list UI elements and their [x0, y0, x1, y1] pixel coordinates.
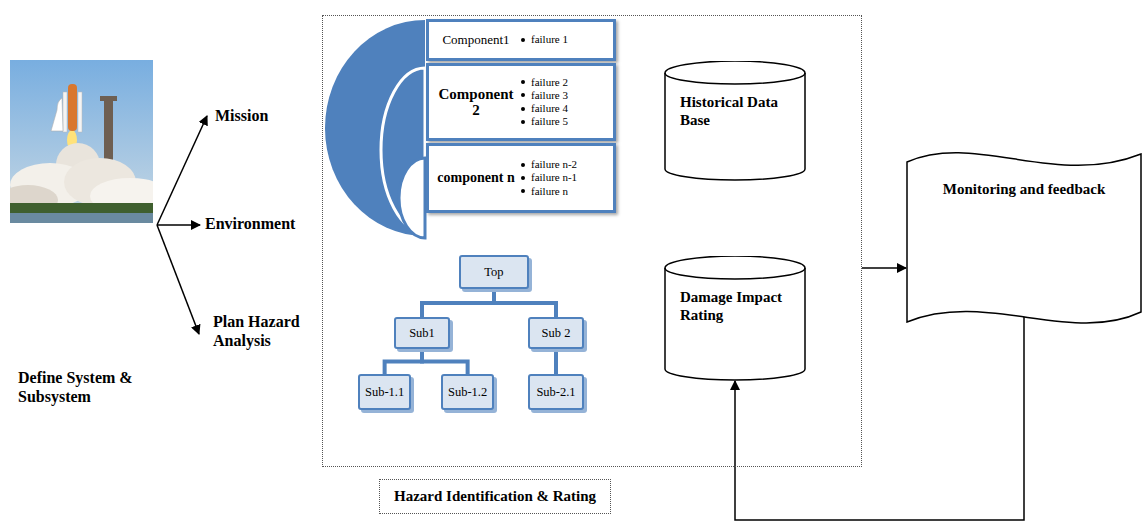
node-text: Sub-1.1 — [365, 385, 404, 400]
failure-text: failure 2 — [531, 76, 568, 89]
component-box: component nfailure n-2failure n-1failure… — [426, 143, 616, 213]
bullet-dot — [521, 163, 525, 167]
failure-item: failure 4 — [521, 102, 607, 115]
node-text: Top — [484, 265, 503, 280]
failure-text: failure 4 — [531, 102, 568, 115]
failure-item: failure 3 — [521, 89, 607, 102]
failure-list: failure 2failure 3failure 4failure 5 — [517, 76, 607, 129]
node-text: Sub-2.1 — [536, 385, 575, 400]
tree-box: Sub-1.2 — [441, 374, 494, 410]
failure-text: failure 3 — [531, 89, 568, 102]
document-shape: Monitoring and feedback — [906, 140, 1142, 335]
failure-text: failure 1 — [531, 33, 568, 46]
failure-item: failure n-2 — [521, 158, 607, 171]
node-text: Historical Data Base — [680, 93, 798, 129]
connector — [862, 267, 906, 269]
text-label: Define System & Subsystem — [18, 368, 153, 406]
connector — [422, 289, 494, 317]
component-box: Component1 failure 1 — [426, 19, 616, 61]
node-text: Monitoring and feedback — [939, 180, 1109, 198]
component-fan — [325, 20, 425, 238]
component-box: Component 2failure 2failure 3failure 4fa… — [426, 63, 616, 141]
bullet-dot — [521, 107, 525, 111]
bullet-dot — [521, 93, 525, 97]
bullet-dot — [521, 38, 525, 42]
failure-list: failure 1 — [517, 33, 607, 46]
node-text: Damage Impact Rating — [680, 288, 798, 324]
text-label: Plan Hazard Analysis — [213, 312, 318, 350]
bullet-dot — [521, 80, 525, 84]
document-label: Monitoring and feedback — [939, 140, 1109, 198]
failure-text: failure n-2 — [531, 158, 577, 171]
failure-text: failure 5 — [531, 115, 568, 128]
tree-box: Top — [459, 255, 529, 289]
tree-box: Sub 2 — [528, 317, 584, 349]
database-cylinder: Historical Data Base — [664, 61, 806, 181]
cylinder-label: Damage Impact Rating — [664, 256, 806, 334]
text-label: Environment — [205, 214, 320, 233]
cylinder-label: Historical Data Base — [664, 61, 806, 139]
failure-item: failure 1 — [521, 33, 607, 46]
failure-list: failure n-2failure n-1failure n — [517, 158, 607, 198]
launch-photo — [10, 60, 153, 223]
connector — [494, 289, 556, 317]
failure-item: failure n — [521, 185, 607, 198]
failure-text: failure n — [531, 185, 568, 198]
component-heading: Component1 — [435, 33, 517, 47]
connector — [422, 349, 468, 374]
tree-box: Sub1 — [394, 317, 450, 349]
tree-box: Sub-1.1 — [358, 374, 411, 410]
bullet-dot — [521, 189, 525, 193]
node-text: Hazard Identification & Rating — [394, 488, 596, 505]
failure-item: failure 5 — [521, 115, 607, 128]
component-heading: Component 2 — [435, 86, 517, 119]
node-text: Component 2 — [435, 86, 517, 119]
branch-arrows — [157, 116, 207, 334]
component-heading: component n — [435, 170, 517, 185]
failure-text: failure n-1 — [531, 171, 577, 184]
text-label: Mission — [215, 106, 315, 125]
database-cylinder: Damage Impact Rating — [664, 256, 806, 381]
node-text: Sub 2 — [542, 326, 571, 341]
failure-item: failure 2 — [521, 76, 607, 89]
node-text: Sub1 — [409, 326, 435, 341]
bullet-dot — [521, 120, 525, 124]
hazard-region: Component1failure 1Component 2failure 2f… — [322, 15, 862, 467]
connector — [554, 349, 558, 374]
node-text: component n — [435, 170, 517, 185]
connector — [385, 349, 422, 374]
tree-box: Sub-2.1 — [528, 374, 584, 410]
node-text: Sub-1.2 — [448, 385, 487, 400]
node-text: Component1 — [435, 33, 517, 47]
document-outline — [906, 140, 1142, 335]
region-caption-box: Hazard Identification & Rating — [379, 479, 611, 514]
bullet-dot — [521, 176, 525, 180]
failure-item: failure n-1 — [521, 171, 607, 184]
